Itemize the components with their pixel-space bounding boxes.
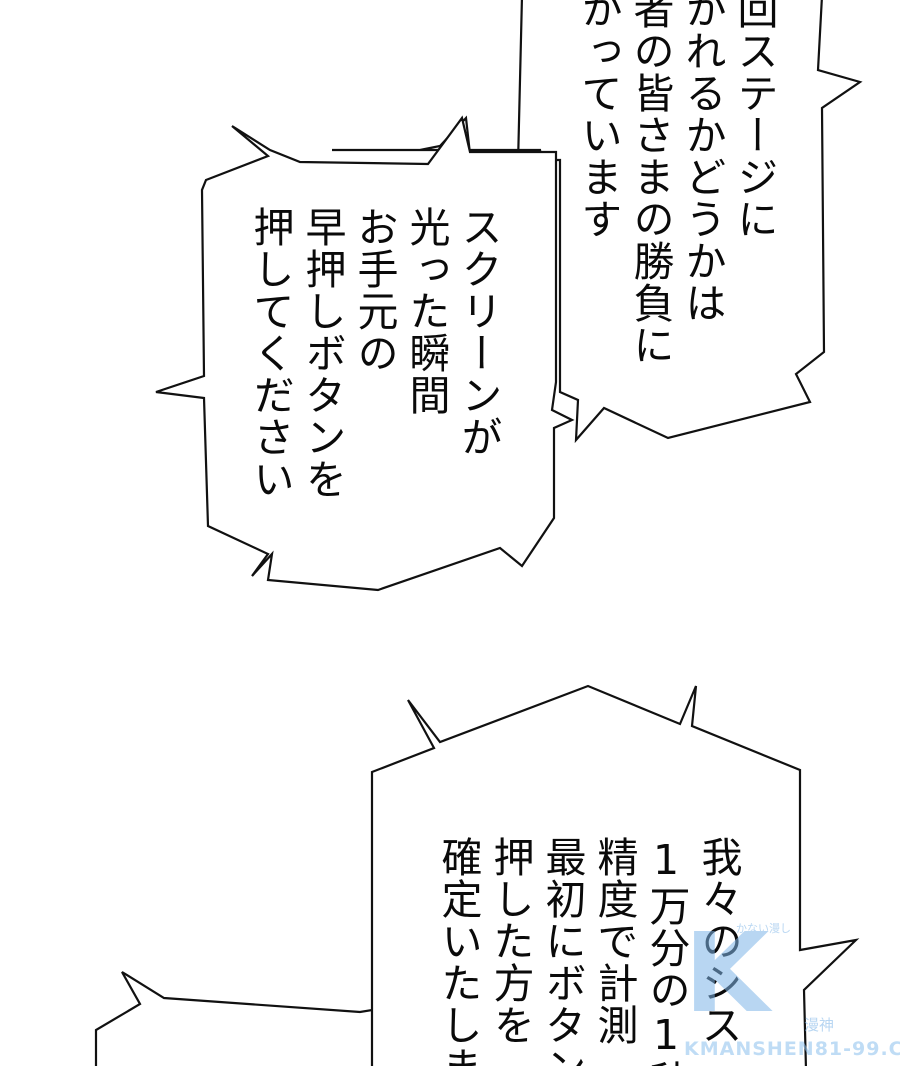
dialogue-line: 早押しボタンを: [298, 206, 346, 500]
dialogue-line: 1万分の1秒: [642, 836, 690, 1066]
speech-bubble-middle-left: [155, 115, 575, 592]
dialogue-line: 我々のシス: [694, 836, 742, 1046]
dialogue-line: かれるかどうかは: [678, 0, 726, 324]
dialogue-line: 精度で計測: [590, 836, 638, 1046]
dialogue-line: 確定いたしま: [434, 836, 482, 1066]
dialogue-middle-left: スクリーンが 光った瞬間 お手元の 早押しボタンを 押してください: [244, 206, 504, 500]
speech-bubble-bottom: [94, 684, 860, 1066]
dialogue-line: 押してください: [246, 206, 294, 500]
dialogue-line: 光った瞬間: [402, 206, 450, 416]
dialogue-line: かっています: [574, 0, 622, 240]
dialogue-line: 最初にボタン: [538, 836, 586, 1066]
dialogue-top-right: 回ステージに かれるかどうかは 者の皆さまの勝負に かっています: [572, 0, 780, 366]
dialogue-line: 者の皆さまの勝負に: [626, 0, 674, 366]
dialogue-bottom: 我々のシス 1万分の1秒 精度で計測 最初にボタン 押した方を 確定いたしま: [432, 836, 744, 1066]
dialogue-line: スクリーンが: [454, 206, 502, 458]
dialogue-line: 回ステージに: [730, 0, 778, 240]
dialogue-line: 押した方を: [486, 836, 534, 1046]
dialogue-line: お手元の: [350, 206, 398, 374]
